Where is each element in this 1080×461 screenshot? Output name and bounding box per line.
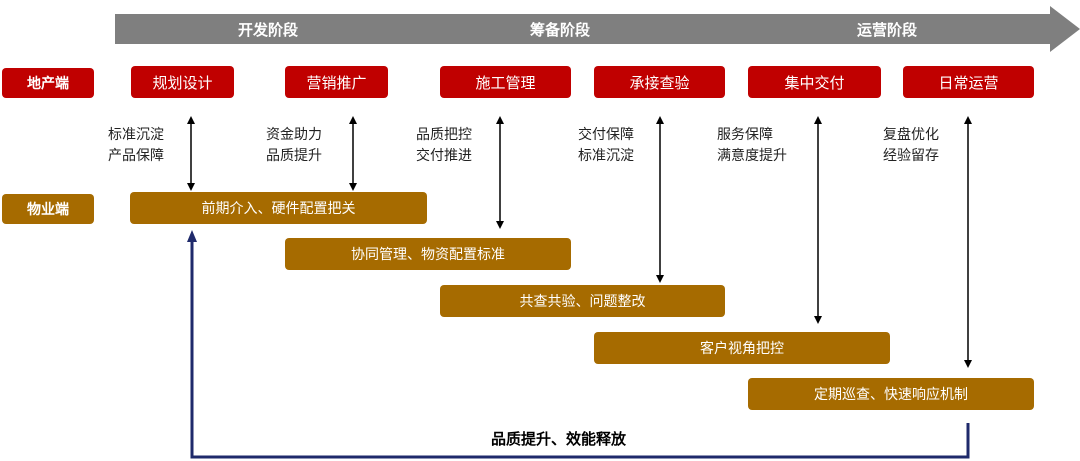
property-step-early-involvement: 前期介入、硬件配置把关: [130, 192, 427, 224]
property-step-collaborative-management: 协同管理、物资配置标准: [285, 238, 571, 270]
note-3: 品质把控交付推进: [416, 127, 472, 164]
developer-step-planning: 规划设计: [131, 66, 234, 98]
developer-step-inspection: 承接查验: [594, 66, 725, 98]
property-step-regular-patrol: 定期巡查、快速响应机制: [748, 378, 1034, 410]
note-1: 标准沉淀产品保障: [108, 127, 164, 164]
note-4: 交付保障标准沉淀: [578, 127, 634, 164]
phase-arrow: [115, 6, 1080, 52]
developer-step-construction: 施工管理: [440, 66, 571, 98]
phase-label-operation: 运营阶段: [856, 21, 918, 39]
developer-step-delivery: 集中交付: [748, 66, 881, 98]
property-step-joint-inspection: 共查共验、问题整改: [440, 285, 725, 317]
developer-row-label: 地产端: [2, 68, 94, 98]
note-5: 服务保障满意度提升: [717, 127, 787, 164]
note-2: 资金助力品质提升: [266, 127, 322, 164]
feedback-loop-label: 品质提升、效能释放: [491, 430, 627, 448]
note-6: 复盘优化经验留存: [883, 127, 939, 164]
phase-label-preparation: 筹备阶段: [529, 21, 591, 39]
developer-step-marketing: 营销推广: [285, 66, 388, 98]
phase-label-development: 开发阶段: [237, 21, 299, 39]
property-step-customer-perspective: 客户视角把控: [594, 332, 890, 364]
property-row-label: 物业端: [2, 194, 94, 224]
developer-step-operation: 日常运营: [903, 66, 1034, 98]
